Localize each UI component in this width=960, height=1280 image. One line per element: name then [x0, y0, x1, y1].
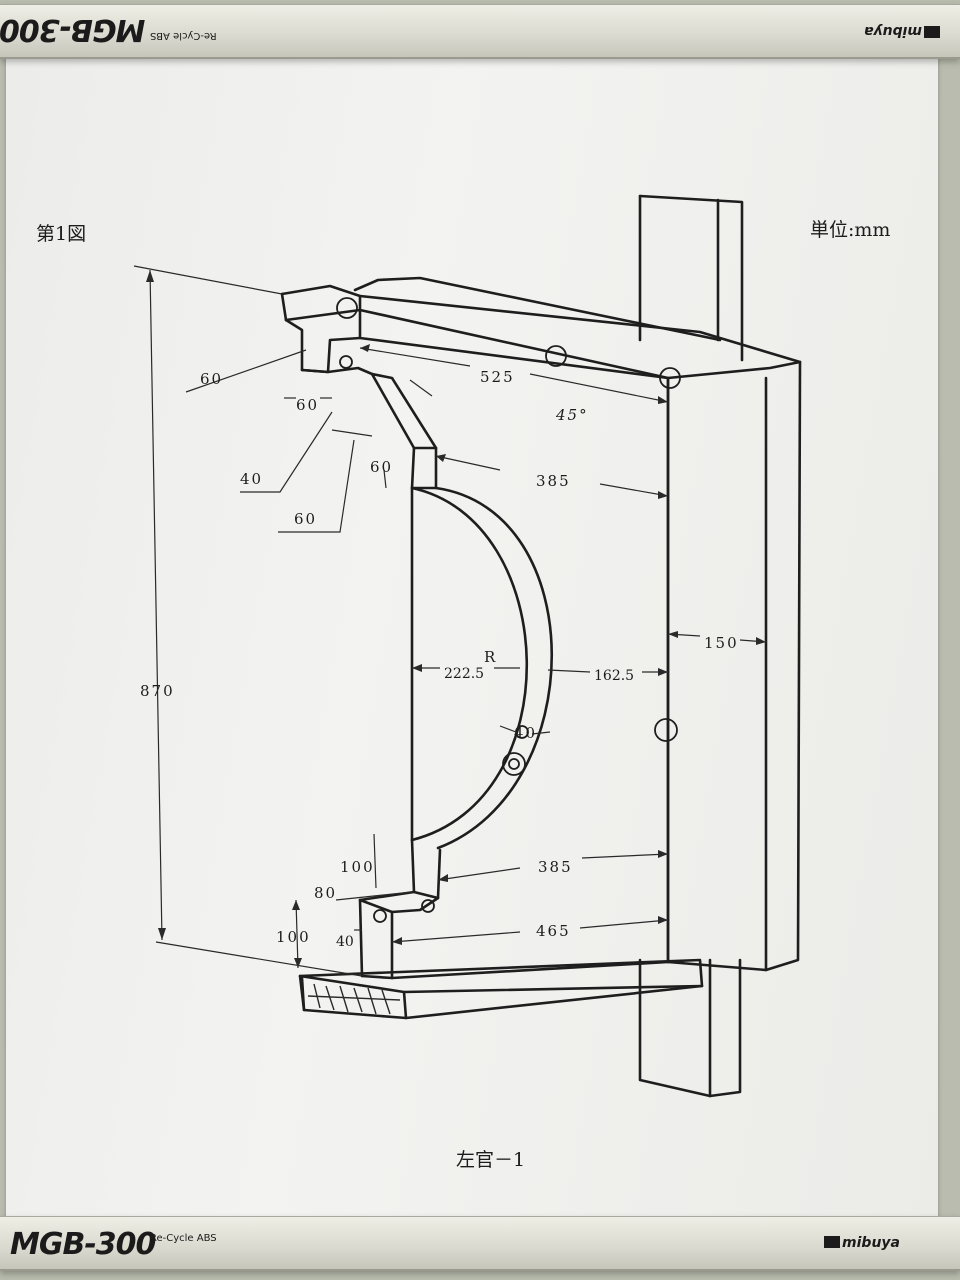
unit-label: 単位:mm	[810, 219, 890, 241]
dim-top-chamfer: 60	[294, 510, 317, 528]
dimension-lines	[133, 265, 767, 977]
dim-arc-width: 40	[514, 724, 537, 742]
dim-top-step-height: 60	[200, 370, 223, 388]
dim-base-depth: 465	[536, 922, 571, 940]
figure-number: 第1図	[36, 223, 86, 245]
dim-top-width: 525	[480, 368, 515, 386]
wood-grain-pattern	[307, 983, 401, 1015]
dim-right-return: 150	[704, 634, 739, 652]
bottom-hanger-rail: MGB-300 Re-Cycle ABS mibuya	[0, 1216, 960, 1271]
hole-circle	[336, 297, 358, 319]
dim-bottom-block-height: 100	[276, 928, 311, 946]
rail-sub-label: Re-Cycle ABS	[150, 30, 217, 41]
dimension-arrowheads	[146, 270, 766, 968]
dim-lower-depth: 385	[538, 858, 573, 876]
mounting-holes	[336, 297, 681, 923]
rail-sub-label: Re-Cycle ABS	[150, 1233, 217, 1244]
dim-upper-block-height: 60	[370, 458, 393, 476]
rail-model-label: MGB-300	[0, 12, 146, 47]
figure-caption: 左官－1	[456, 1149, 525, 1171]
dim-angle: 45°	[555, 406, 589, 424]
drawing-paper	[6, 58, 938, 1220]
dim-top-step-width: 60	[296, 396, 319, 414]
dim-arc-to-edge: 162.5	[594, 668, 634, 684]
rail-model-label: MGB-300	[10, 1227, 156, 1262]
brand-logo-icon	[824, 1236, 841, 1248]
dim-bottom-block-width: 40	[336, 934, 354, 950]
rail-brand-label: mibuya	[864, 23, 940, 39]
dim-upper-depth: 385	[536, 472, 571, 490]
dim-total-height: 870	[140, 682, 175, 700]
dim-radius: 222.5	[444, 666, 484, 682]
hole-circle	[545, 345, 567, 367]
hole-circle	[659, 367, 681, 389]
hole-circle	[421, 899, 435, 913]
hole-circle	[508, 758, 520, 770]
dim-lower-block-height: 100	[340, 858, 375, 876]
top-hanger-rail: MGB-300 Re-Cycle ABS mibuya	[0, 4, 960, 59]
rail-brand-text: mibuya	[842, 1235, 900, 1251]
dim-radius-label: R	[484, 648, 497, 666]
dim-top-notch: 40	[240, 470, 263, 488]
rail-brand-label: mibuya	[824, 1235, 900, 1251]
hole-circle	[502, 752, 526, 776]
dim-lower-step: 80	[314, 884, 337, 902]
rail-brand-text: mibuya	[864, 23, 922, 39]
hole-circle	[373, 909, 387, 923]
hole-circle	[654, 718, 678, 742]
brand-logo-icon	[924, 26, 940, 38]
hole-circle	[339, 355, 353, 369]
